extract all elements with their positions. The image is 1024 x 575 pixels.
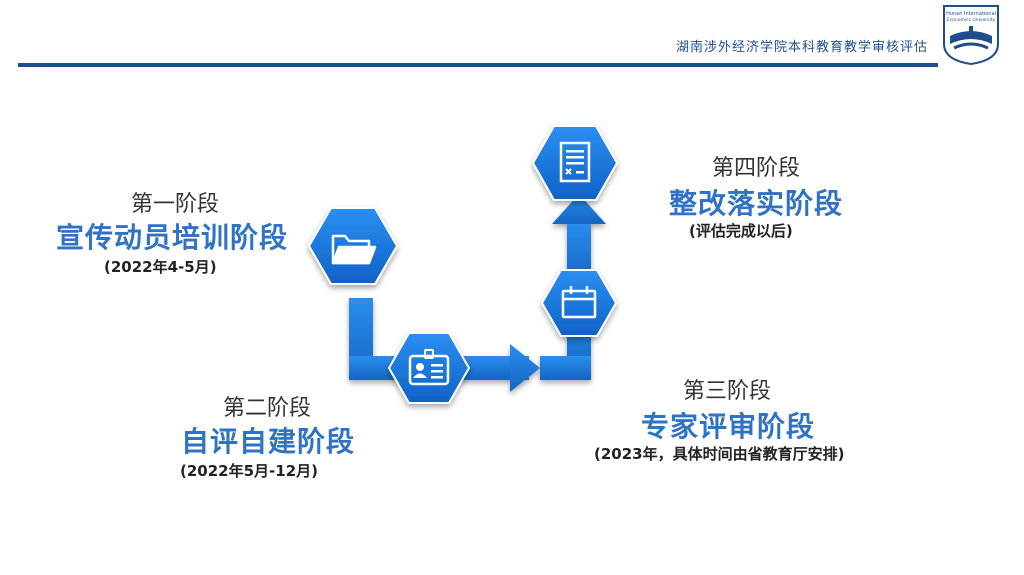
stage-2-hexagon [387, 332, 471, 404]
stage-3-date: (2023年，具体时间由省教育厅安排) [594, 445, 845, 463]
university-logo: Hunan International Economics University [940, 4, 1002, 66]
stage-4-date: (评估完成以后) [689, 222, 793, 240]
stage-1-hexagon [307, 207, 399, 285]
stage-3-hexagon [540, 269, 618, 337]
stage-4-hexagon [531, 125, 619, 201]
stage-2-date: (2022年5月-12月) [180, 462, 318, 480]
calendar-icon [561, 286, 597, 319]
arrow-up [552, 194, 606, 224]
arrow-right [510, 344, 540, 392]
book-icon [950, 31, 992, 44]
logo-text-line1: Hunan International [946, 11, 996, 17]
stage-1-date: (2022年4-5月) [104, 258, 217, 276]
stage-3-name: 专家评审阶段 [641, 410, 816, 443]
document-icon [559, 141, 591, 183]
stage-2-name: 自评自建阶段 [181, 425, 356, 458]
stage-1-number: 第一阶段 [131, 192, 220, 217]
header-divider [18, 63, 938, 67]
header-title: 湖南涉外经济学院本科教育教学审核评估 [675, 40, 928, 55]
folder-icon [331, 234, 377, 265]
stage-1-name: 宣传动员培训阶段 [56, 221, 289, 254]
stage-2-number: 第二阶段 [223, 396, 312, 421]
stage-4-name: 整改落实阶段 [669, 187, 844, 220]
stage-4-number: 第四阶段 [712, 156, 801, 181]
stage-3-number: 第三阶段 [683, 379, 772, 404]
id-card-icon [408, 349, 450, 386]
logo-text-line2: Economics University [947, 17, 996, 23]
